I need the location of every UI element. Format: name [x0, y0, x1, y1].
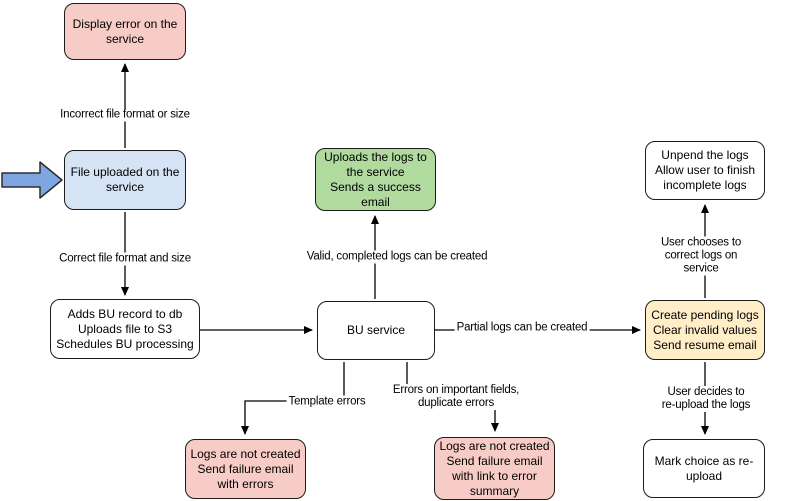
edge-label-valid-completed: Valid, completed logs can be created: [304, 250, 490, 264]
entry-arrow-icon: [1, 161, 63, 199]
node-create-pending-logs: Create pending logs Clear invalid values…: [645, 300, 765, 360]
node-bu-service: BU service: [317, 301, 435, 360]
edge-label-correct-format: Correct file format and size: [57, 252, 193, 266]
node-display-error: Display error on the service: [64, 3, 186, 60]
edge-label-template-errors: Template errors: [286, 395, 368, 409]
node-uploads-logs: Uploads the logs to the service Sends a …: [315, 148, 436, 211]
node-file-uploaded: File uploaded on the service: [64, 150, 186, 210]
edge-label-field-errors: Errors on important fields, duplicate er…: [390, 384, 522, 410]
node-mark-reupload: Mark choice as re- upload: [643, 439, 765, 498]
edge-label-incorrect-format: Incorrect file format or size: [58, 108, 192, 122]
edge-label-partial-logs: Partial logs can be created: [454, 321, 590, 335]
node-adds-bu-record: Adds BU record to db Uploads file to S3 …: [50, 299, 200, 359]
edge-label-user-corrects: User chooses to correct logs on service: [651, 236, 751, 276]
edge-label-user-reuploads: User decides to re-upload the logs: [658, 386, 754, 412]
node-logs-not-created-errors: Logs are not created Send failure email …: [185, 439, 306, 499]
node-logs-not-created-summary: Logs are not created Send failure email …: [434, 437, 555, 500]
node-unpend-logs: Unpend the logs Allow user to finish inc…: [645, 141, 765, 200]
